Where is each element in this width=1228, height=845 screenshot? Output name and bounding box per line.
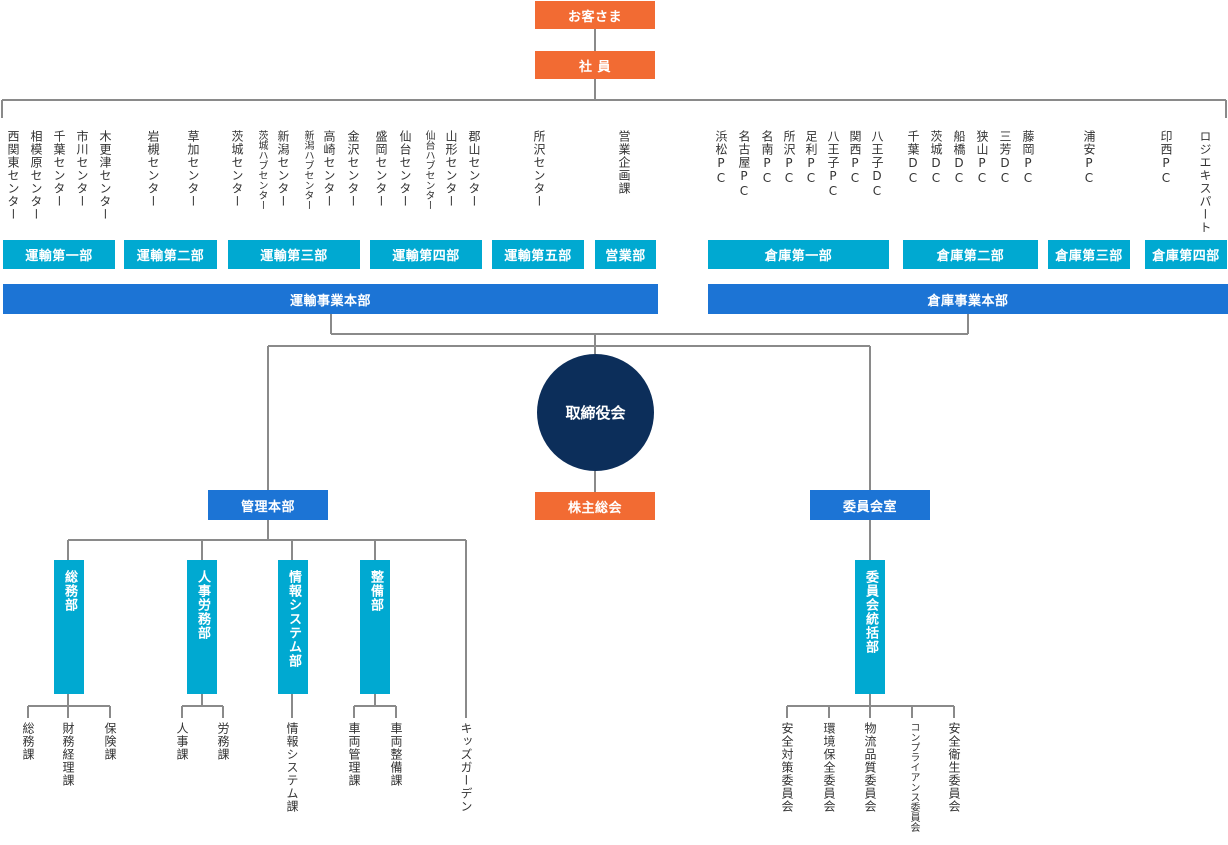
center-label: 盛岡センター xyxy=(374,130,388,208)
section-label: 人事課 xyxy=(175,722,189,761)
sales-dept: 営業部 xyxy=(595,240,656,269)
warehouse-hq: 倉庫事業本部 xyxy=(708,284,1228,314)
center-label: 岩槻センター xyxy=(146,130,160,208)
center-label: 所沢センター xyxy=(532,130,546,208)
center-label: 新潟センター xyxy=(276,130,290,208)
section-label: 労務課 xyxy=(216,722,230,761)
center-label: 茨城ハブセンター xyxy=(256,130,267,210)
transport-hq: 運輸事業本部 xyxy=(3,284,658,314)
committee-label: 物流品質委員会 xyxy=(863,722,877,813)
warehouse-dept-3: 倉庫第三部 xyxy=(1048,240,1130,269)
kids-garden-label: キッズガーデン xyxy=(459,722,473,813)
transport-dept-1: 運輸第一部 xyxy=(3,240,115,269)
committee-label: コンプライアンス委員会 xyxy=(908,722,919,832)
center-label: 西関東センター xyxy=(6,130,20,221)
center-label: 所沢PC xyxy=(782,130,796,186)
committee-label: 安全対策委員会 xyxy=(780,722,794,813)
section-label: 総務課 xyxy=(21,722,35,761)
center-label: 高崎センター xyxy=(322,130,336,208)
section-label: 財務経理課 xyxy=(61,722,75,787)
center-label: 千葉センター xyxy=(52,130,66,208)
center-label: 市川センター xyxy=(75,130,89,208)
center-label: 印西PC xyxy=(1159,130,1173,186)
center-label: 茨城センター xyxy=(230,130,244,208)
center-label: 相模原センター xyxy=(29,130,43,221)
customer-box: お客さま xyxy=(535,1,655,29)
center-label: 三芳DC xyxy=(998,130,1012,186)
center-label: 浜松PC xyxy=(714,130,728,186)
center-label: 草加センター xyxy=(186,130,200,208)
shareholders-meeting: 株主総会 xyxy=(535,492,655,520)
center-label: 足利PC xyxy=(804,130,818,186)
transport-dept-5: 運輸第五部 xyxy=(492,240,584,269)
center-label: 千葉DC xyxy=(906,130,920,186)
warehouse-dept-1: 倉庫第一部 xyxy=(708,240,889,269)
center-label: 仙台センター xyxy=(398,130,412,208)
general-affairs-dept: 総務部 xyxy=(54,560,84,694)
center-label: 関西PC xyxy=(848,130,862,186)
employee-box: 社 員 xyxy=(535,51,655,79)
transport-dept-3: 運輸第三部 xyxy=(228,240,360,269)
committee-label: 環境保全委員会 xyxy=(822,722,836,813)
center-label: 金沢センター xyxy=(346,130,360,208)
it-dept: 情報システム部 xyxy=(278,560,308,694)
committee-label: 安全衛生委員会 xyxy=(947,722,961,813)
committee-dept: 委員会統括部 xyxy=(855,560,885,694)
section-label: 車両整備課 xyxy=(389,722,403,787)
center-label: 船橋DC xyxy=(952,130,966,186)
center-label: 茨城DC xyxy=(929,130,943,186)
center-label: 名古屋PC xyxy=(737,130,751,199)
maintenance-dept: 整備部 xyxy=(360,560,390,694)
center-label: 郡山センター xyxy=(467,130,481,208)
committee-office: 委員会室 xyxy=(810,490,930,520)
center-label: 藤岡PC xyxy=(1021,130,1035,186)
transport-dept-4: 運輸第四部 xyxy=(370,240,482,269)
management-hq: 管理本部 xyxy=(208,490,328,520)
center-label: 木更津センター xyxy=(98,130,112,221)
section-label: 車両管理課 xyxy=(347,722,361,787)
center-label: 名南PC xyxy=(760,130,774,186)
section-label: 情報システム課 xyxy=(285,722,299,813)
section-label: 保険課 xyxy=(103,722,117,761)
center-label: 仙台ハブセンター xyxy=(423,130,434,210)
board-of-directors: 取締役会 xyxy=(537,354,654,471)
center-label: 営業企画課 xyxy=(617,130,631,195)
transport-dept-2: 運輸第二部 xyxy=(124,240,217,269)
warehouse-dept-4: 倉庫第四部 xyxy=(1145,240,1227,269)
hr-dept: 人事労務部 xyxy=(187,560,217,694)
center-label: 山形センター xyxy=(444,130,458,208)
center-label: 八王子PC xyxy=(826,130,840,199)
warehouse-dept-2: 倉庫第二部 xyxy=(903,240,1038,269)
center-label: 新潟ハブセンター xyxy=(302,130,313,210)
center-label: ロジエキスパート xyxy=(1198,130,1212,234)
center-label: 浦安PC xyxy=(1082,130,1096,186)
center-label: 狭山PC xyxy=(975,130,989,186)
center-label: 八王子DC xyxy=(870,130,884,199)
